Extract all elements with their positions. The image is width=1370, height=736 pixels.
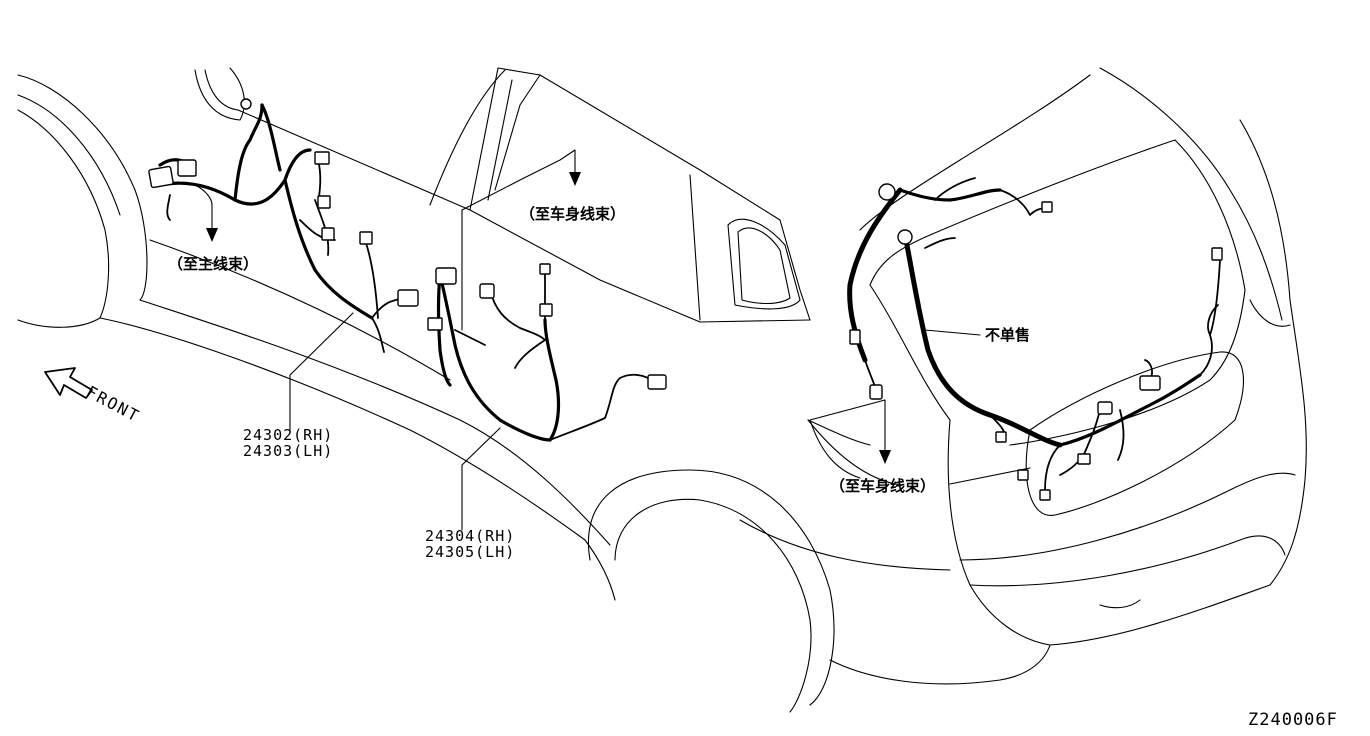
- leader-lines: [194, 149, 1031, 531]
- arrow-down-icon: [206, 228, 218, 242]
- part-number-24303: 24303(LH): [243, 442, 334, 460]
- part-number-24305: 24305(LH): [425, 543, 516, 561]
- back-door-harness-right: [847, 177, 1223, 501]
- front-direction-arrow-icon: [44, 367, 93, 399]
- left-body-outline: [17, 67, 951, 713]
- figure-code: Z240006F: [1248, 710, 1338, 730]
- callout-main-harness: （至主线束）: [168, 255, 259, 273]
- callout-body-harness-lower: （至车身线束）: [830, 477, 936, 495]
- part-number-24304: 24304(RH): [425, 527, 516, 545]
- rear-door-harness-left: [148, 98, 419, 353]
- callout-body-harness-upper: （至车身线束）: [520, 205, 626, 223]
- arrow-down-icon: [879, 450, 891, 464]
- callout-not-sold-separately: 不单售: [985, 326, 1031, 344]
- back-door-harness-left: [427, 263, 667, 442]
- right-body-outline: [807, 67, 1307, 685]
- part-number-24302: 24302(RH): [243, 426, 334, 444]
- arrow-down-icon: [569, 172, 581, 186]
